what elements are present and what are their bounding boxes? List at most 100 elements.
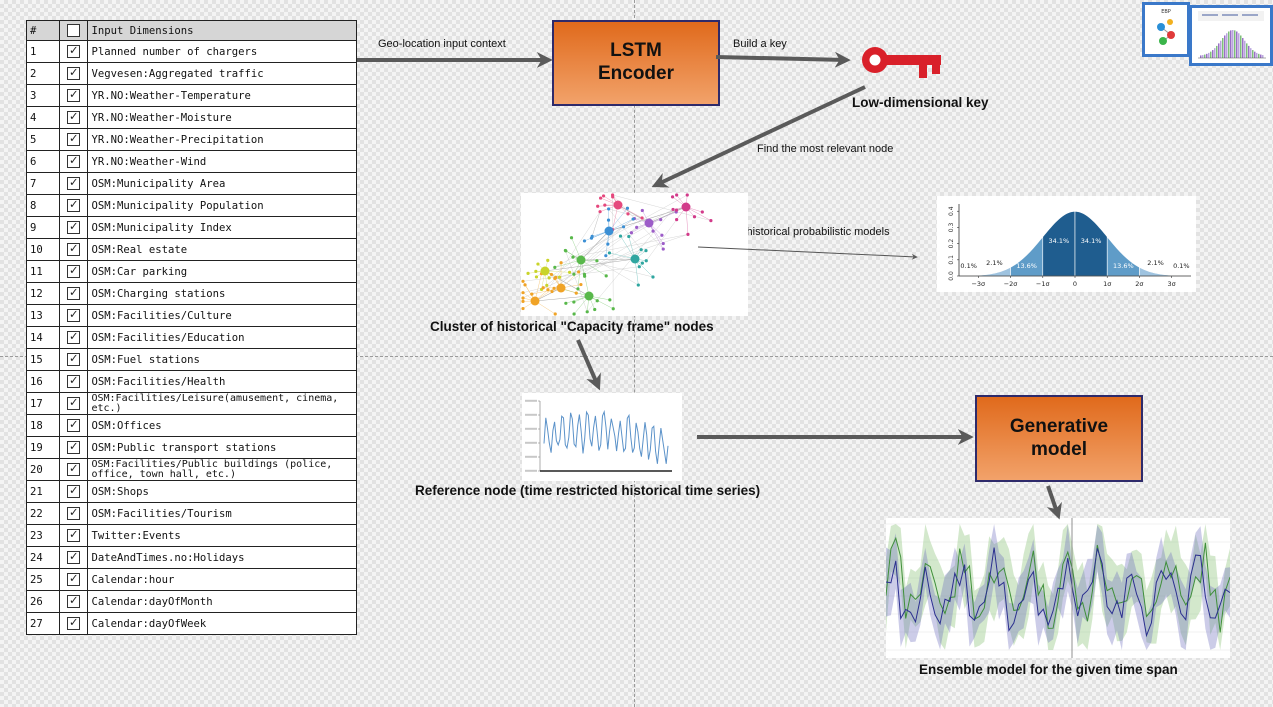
- row-checkbox[interactable]: ✓: [67, 198, 81, 212]
- row-checkbox[interactable]: ✓: [67, 440, 81, 454]
- bell-percent-label: 34.1%: [1049, 237, 1070, 245]
- row-checkbox[interactable]: ✓: [67, 616, 81, 630]
- graph-node: [521, 299, 525, 303]
- thumb-bar: [1238, 33, 1240, 58]
- graph-edge: [554, 194, 688, 268]
- bell-ytick-label: 0.4: [948, 206, 955, 216]
- row-number: 27: [26, 612, 60, 635]
- gen-line-2: model: [1031, 438, 1087, 460]
- table-row: 22✓OSM:Facilities/Tourism: [26, 502, 357, 525]
- row-label: OSM:Facilities/Culture: [87, 304, 357, 327]
- graph-node: [625, 206, 630, 210]
- row-checkbox[interactable]: ✓: [67, 594, 81, 608]
- row-checkbox[interactable]: ✓: [67, 110, 81, 124]
- graph-node: [554, 275, 558, 280]
- logo-dot-blue: [1157, 23, 1165, 31]
- low-dimensional-key-label: Low-dimensional key: [852, 95, 989, 110]
- key-icon: [862, 47, 941, 78]
- thumb-bar: [1254, 51, 1256, 58]
- row-checkbox[interactable]: ✓: [67, 308, 81, 322]
- row-checkbox[interactable]: ✓: [67, 550, 81, 564]
- bell-xtick-label: 3σ: [1168, 280, 1176, 288]
- ref-ytick-label: [525, 399, 537, 402]
- table-row: 10✓OSM:Real estate: [26, 238, 357, 261]
- graph-edge: [592, 211, 601, 237]
- thumbnail-histogram-graphic: [1198, 11, 1266, 59]
- row-checkbox[interactable]: ✓: [67, 528, 81, 542]
- lstm-line-2: Encoder: [597, 63, 675, 84]
- graph-node: [640, 216, 644, 220]
- row-label: OSM:Real estate: [87, 238, 357, 261]
- graph-edge: [578, 250, 647, 273]
- thumb-bar: [1220, 40, 1222, 58]
- graph-node: [534, 269, 538, 273]
- row-checkbox[interactable]: ✓: [67, 374, 81, 388]
- row-checkbox[interactable]: ✓: [67, 242, 81, 256]
- row-checkbox[interactable]: ✓: [67, 154, 81, 168]
- row-checkbox[interactable]: ✓: [67, 88, 81, 102]
- graph-node: [661, 241, 665, 246]
- row-number: 22: [26, 502, 60, 525]
- row-checkbox[interactable]: ✓: [67, 176, 81, 190]
- bell-region: [1139, 266, 1172, 277]
- gen-line-1: Generative: [1009, 415, 1109, 437]
- graph-edge: [584, 235, 662, 275]
- graph-node: [526, 271, 530, 275]
- row-checkbox[interactable]: ✓: [67, 44, 81, 58]
- arrow-cluster-to-reference: [576, 339, 601, 391]
- thumb-bar: [1208, 52, 1210, 58]
- thumb-bar: [1248, 45, 1250, 58]
- graph-edge: [551, 226, 624, 292]
- graph-node: [577, 270, 581, 274]
- thumbnail-logo: EBP: [1142, 2, 1190, 57]
- ref-series-line: [543, 409, 669, 464]
- bell-region: [978, 266, 1011, 277]
- row-checkbox[interactable]: ✓: [67, 66, 81, 80]
- thumbnail-logo-title: EBP: [1161, 9, 1171, 15]
- thumb-bar: [1204, 54, 1206, 58]
- row-checkbox[interactable]: ✓: [67, 418, 81, 432]
- row-checkbox[interactable]: ✓: [67, 132, 81, 146]
- graph-node: [595, 259, 599, 263]
- thumb-bar: [1246, 43, 1248, 58]
- header-checkbox[interactable]: [67, 24, 81, 37]
- row-checkbox-cell: ✓: [58, 106, 89, 129]
- row-checkbox[interactable]: ✓: [67, 352, 81, 366]
- logo-dot-yellow: [1167, 19, 1173, 25]
- row-checkbox[interactable]: ✓: [67, 484, 81, 498]
- thumbnail-logo-graphic: EBP: [1157, 9, 1175, 45]
- row-checkbox[interactable]: ✓: [67, 506, 81, 520]
- graph-node: [593, 307, 597, 312]
- graph-hub-node: [556, 283, 566, 293]
- graph-node: [595, 299, 599, 303]
- table-row: 3✓YR.NO:Weather-Temperature: [26, 84, 357, 107]
- graph-node: [651, 229, 655, 233]
- row-checkbox[interactable]: ✓: [67, 330, 81, 344]
- graph-node: [536, 262, 540, 266]
- bell-ytick-label: 0.0: [948, 271, 955, 281]
- row-label: OSM:Public transport stations: [87, 436, 357, 459]
- graph-node: [636, 283, 640, 287]
- thumbnail-histogram: [1189, 5, 1273, 66]
- graph-hub-node: [604, 226, 614, 236]
- graph-node: [521, 306, 525, 311]
- table-row: 20✓OSM:Facilities/Public buildings (poli…: [26, 458, 357, 481]
- graph-node: [660, 233, 664, 237]
- thumb-header-line: [1202, 14, 1218, 16]
- row-checkbox[interactable]: ✓: [67, 462, 81, 476]
- ref-ytick-label: [525, 427, 537, 430]
- graph-node: [631, 217, 635, 221]
- graph-edge: [551, 231, 654, 292]
- row-checkbox[interactable]: ✓: [67, 396, 81, 410]
- row-checkbox[interactable]: ✓: [67, 572, 81, 586]
- row-checkbox[interactable]: ✓: [67, 220, 81, 234]
- thumb-bar: [1234, 30, 1236, 58]
- row-checkbox[interactable]: ✓: [67, 264, 81, 278]
- graph-edge: [587, 209, 674, 312]
- row-checkbox[interactable]: ✓: [67, 286, 81, 300]
- graph-node: [685, 193, 689, 197]
- graph-node: [590, 234, 594, 238]
